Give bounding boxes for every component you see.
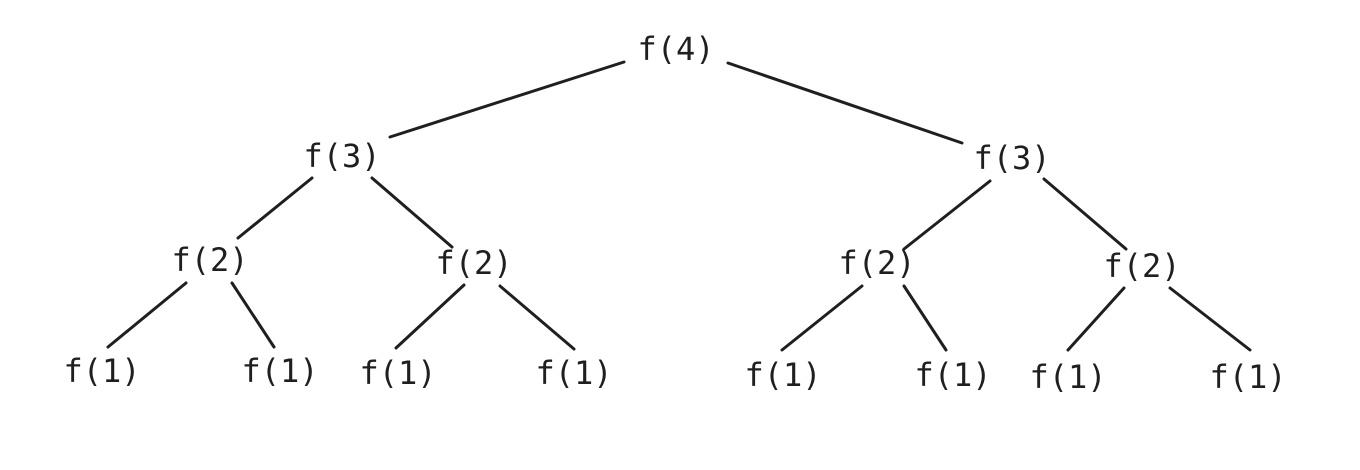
node-f4: f(4) [637,30,714,68]
edge-f2-d-f1-7 [1066,286,1126,352]
node-f1-7: f(1) [1029,358,1106,396]
tree-edges [106,60,1252,352]
node-f2-c: f(2) [838,244,915,282]
edge-f3-left-f2-a [236,176,314,240]
node-f1-4: f(1) [535,354,612,392]
node-f2-b: f(2) [435,244,512,282]
edge-f4-f3-right [726,61,964,145]
node-f3-left: f(3) [303,137,380,175]
node-f1-1: f(1) [63,352,140,390]
edge-f2-b-f1-3 [394,283,466,350]
node-f1-3: f(1) [359,354,436,392]
node-f1-5: f(1) [744,356,821,394]
edge-f2-a-f1-2 [230,281,276,349]
edge-f2-a-f1-1 [106,281,188,349]
node-f1-8: f(1) [1209,358,1286,396]
node-f1-6: f(1) [914,356,991,394]
edge-f2-b-f1-4 [498,284,576,351]
edge-f3-left-f2-b [370,176,454,249]
node-f2-a: f(2) [171,241,248,279]
edge-f3-right-f2-c [902,179,992,251]
edge-f2-c-f1-5 [780,284,864,352]
node-f2-d: f(2) [1103,247,1180,285]
edge-f3-right-f2-d [1042,177,1128,251]
node-f3-right: f(3) [973,139,1050,177]
edge-f2-d-f1-8 [1168,286,1252,352]
node-f1-2: f(1) [241,352,318,390]
edge-f2-c-f1-6 [902,284,948,352]
tree-nodes: f(4) f(3) f(3) f(2) f(2) f(2) f(2) f(1) … [63,30,1286,396]
edge-f4-f3-left [388,60,626,139]
